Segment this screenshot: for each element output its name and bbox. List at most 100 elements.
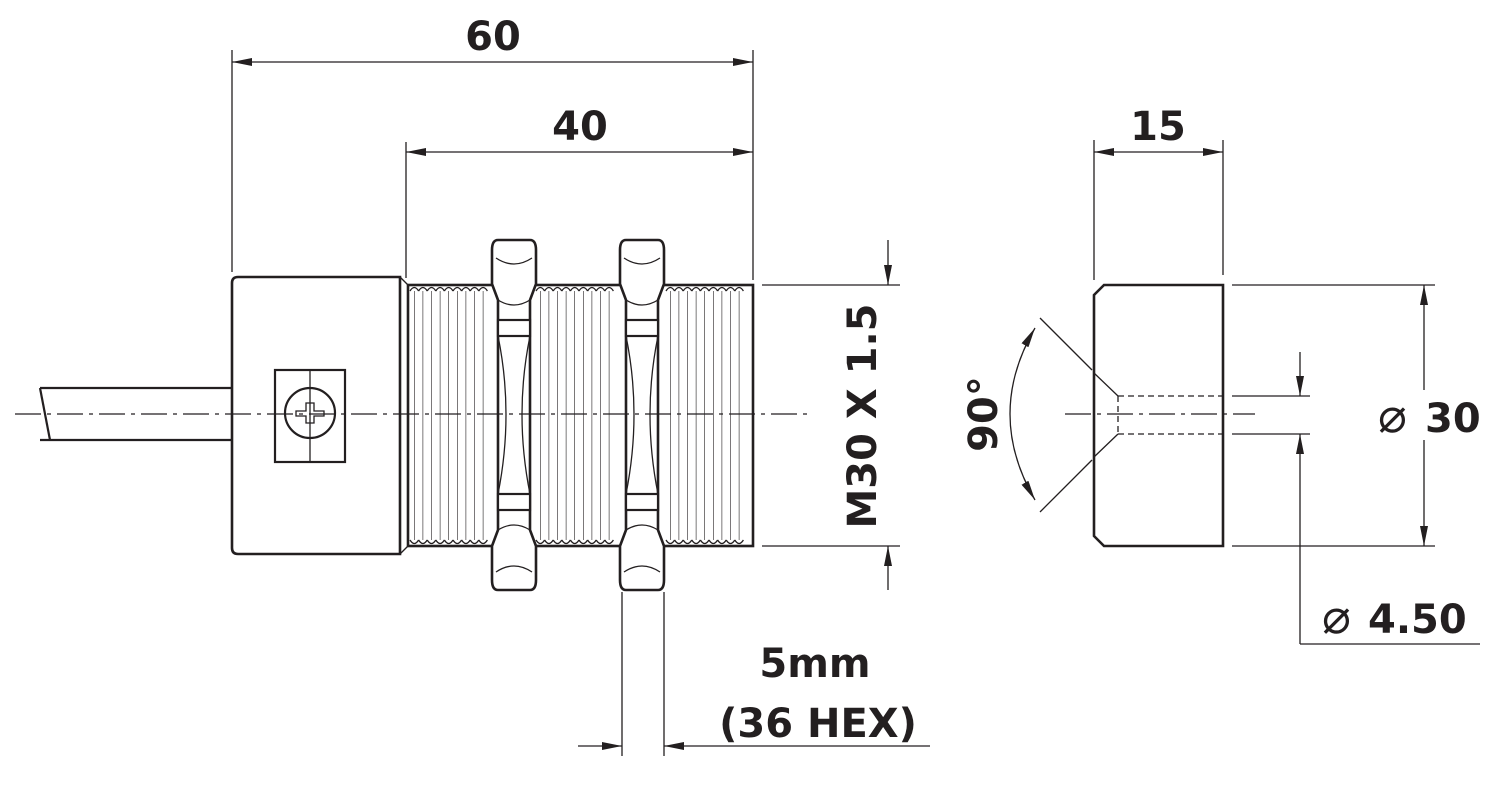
dimension-thread-length: 40 [405,104,753,278]
dimension-thickness: 15 [1093,104,1224,280]
target-block [1092,283,1225,548]
thread-crest [535,286,546,292]
thread-crest [552,286,563,292]
thread-crest [674,539,684,545]
nut-face-arc [497,524,531,531]
dimension-hole-diameter: ⌀ 4.50 [1232,352,1480,645]
thread-crest [578,539,589,545]
thread-crest [569,539,580,545]
countersink-hole [1093,372,1223,458]
sensor-view: 60 40 M30 X 1.5 5mm (36 HEX) [15,14,930,756]
dimension-outer-diameter: ⌀ 30 [1232,284,1481,547]
thread-crests-bottom [409,539,744,545]
dimension-angle: 90° [961,317,1093,513]
thread-crest [452,539,463,545]
hole-diameter-label: 4.50 [1368,597,1467,643]
nut-band [624,492,660,512]
thread-crest [409,539,420,545]
thread-crest [552,539,563,545]
thread-crest [461,286,471,292]
thread-crest [587,286,597,292]
thread-crest [595,539,606,545]
thread-crest [452,286,463,292]
thread-crest [682,539,693,545]
thread-crest [699,286,710,292]
thread-crest [699,539,710,545]
nut-band [496,318,532,338]
nut-face-arc [497,299,531,306]
thread-spec-label: M30 X 1.5 [840,303,886,528]
thread-crest [469,539,480,545]
thread-crest [717,286,727,292]
thread-crest [443,286,454,292]
nut-width-label: 5mm [759,641,870,687]
diameter-symbol-hole: ⌀ [1322,589,1351,645]
thread-length-label: 40 [552,104,608,150]
nut-face-arc [497,335,507,495]
thread-lines [413,291,740,540]
thread-crest [708,286,719,292]
threaded-barrel [406,283,755,548]
thread-crest [409,286,420,292]
phillips-screw-icon [295,402,325,424]
thread-crest [578,286,589,292]
thread-crest [725,286,736,292]
thread-crests-top [409,286,744,292]
thread-crest [604,539,614,545]
angle-label: 90° [961,376,1007,452]
thread-crest [569,286,580,292]
nut-outline [618,238,666,592]
thread-crest [734,539,744,545]
thread-crest [478,286,488,292]
hex-nut-1 [490,238,538,592]
nut-chamfer [495,257,533,265]
thread-crest [478,539,488,545]
diameter-symbol-outer: ⌀ [1378,388,1407,444]
thread-crest [725,539,736,545]
thread-crest [435,286,445,292]
screw-terminal [273,368,347,464]
outer-diameter-label: 30 [1425,396,1481,442]
thread-crest [426,286,437,292]
nut-chamfer [623,257,661,265]
thread-crest [674,286,684,292]
thread-crest [691,286,701,292]
nut-face-arc [625,335,635,495]
nut-band [496,492,532,512]
nut-outline [490,238,538,592]
dimension-thread-spec: M30 X 1.5 [762,240,900,590]
nut-face-arc [625,524,659,531]
thread-crest [595,286,606,292]
thread-crest [717,539,727,545]
thread-crest [418,286,428,292]
thread-crest [604,286,614,292]
dimension-nut: 5mm (36 HEX) [578,592,930,756]
nut-hex-label: (36 HEX) [719,701,917,747]
thread-crest [418,539,428,545]
thread-crest [734,286,744,292]
nut-chamfer [495,565,533,573]
thread-crest [544,539,554,545]
cable [38,386,232,442]
target-view: 90° 15 ⌀ 30 ⌀ 4.50 [961,104,1481,645]
thread-crest [691,539,701,545]
sensor-body [230,275,409,556]
thickness-label: 15 [1130,104,1186,150]
thread-crest [665,286,676,292]
thread-crest [535,539,546,545]
thread-crest [665,539,676,545]
thread-crest [561,539,571,545]
nut-face-arc [625,299,659,306]
thread-crest [469,286,480,292]
thread-crest [587,539,597,545]
thread-crest [443,539,454,545]
thread-crest [435,539,445,545]
thread-crest [682,286,693,292]
thread-crest [461,539,471,545]
hex-nut-2 [618,238,666,592]
overall-length-label: 60 [465,14,521,60]
thread-crest [561,286,571,292]
nut-band [624,318,660,338]
nut-chamfer [623,565,661,573]
